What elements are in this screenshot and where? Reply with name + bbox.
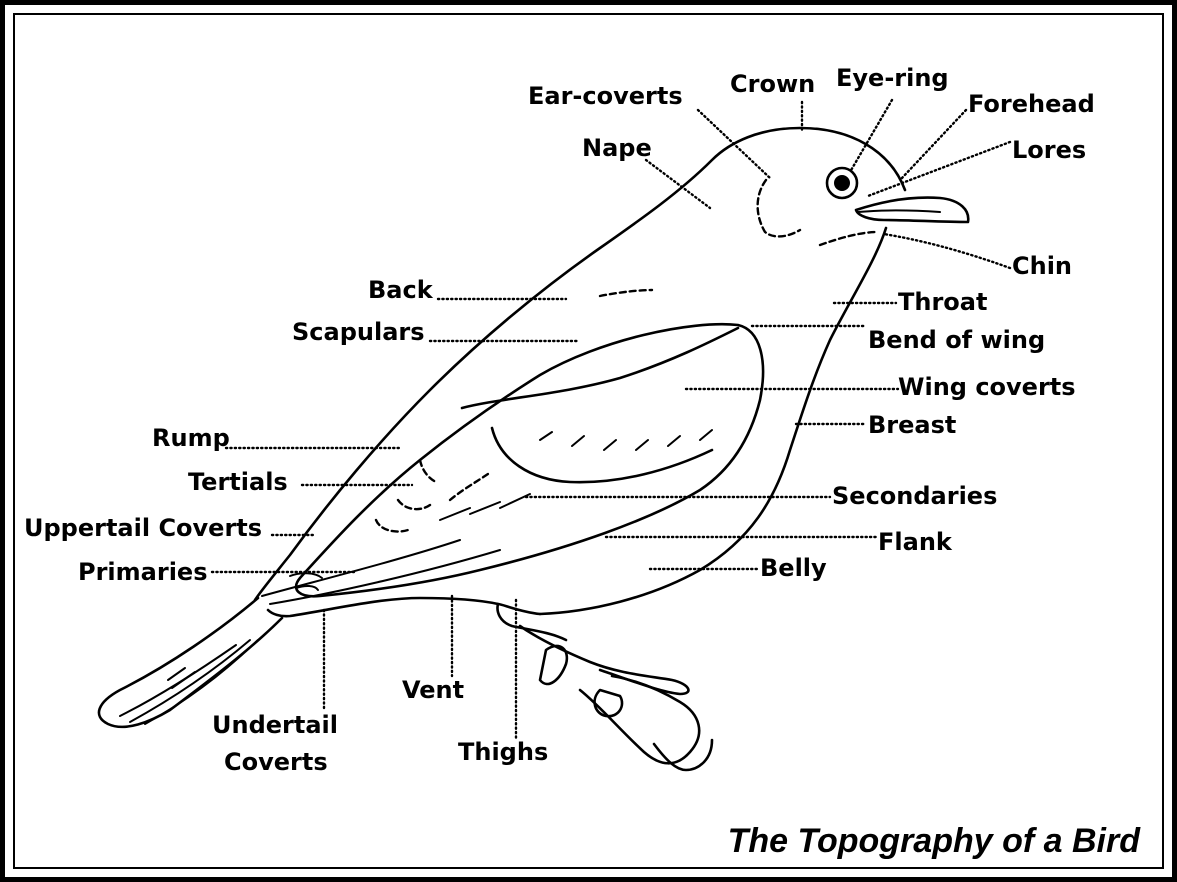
label-scapulars: Scapulars [292,318,425,346]
label-nape: Nape [582,134,652,162]
label-bend-of-wing: Bend of wing [868,326,1045,354]
leader-chin [884,234,1010,268]
label-flank: Flank [878,528,953,556]
leader-nape [646,160,710,208]
label-coverts: Coverts [224,748,328,776]
label-back: Back [368,276,434,304]
label-crown: Crown [730,70,815,98]
label-forehead: Forehead [968,90,1095,118]
label-wing-coverts: Wing coverts [898,373,1076,401]
label-thighs: Thighs [458,738,548,766]
label-tertials: Tertials [188,468,288,496]
leader-lores [868,142,1010,196]
leader-forehead [902,110,966,178]
label-throat: Throat [898,288,987,316]
label-vent: Vent [402,676,464,704]
label-eye-ring: Eye-ring [836,64,949,92]
label-ear-coverts: Ear-coverts [528,82,683,110]
label-secondaries: Secondaries [832,482,997,510]
label-belly: Belly [760,554,827,582]
label-primaries: Primaries [78,558,207,586]
label-rump: Rump [152,424,230,452]
label-uppertail-coverts: Uppertail Coverts [24,514,262,542]
label-lores: Lores [1012,136,1086,164]
label-undertail: Undertail [212,711,338,739]
diagram-title: The Topography of a Bird [728,822,1142,860]
label-breast: Breast [868,411,956,439]
label-chin: Chin [1012,252,1072,280]
leader-ear-coverts [698,110,770,178]
